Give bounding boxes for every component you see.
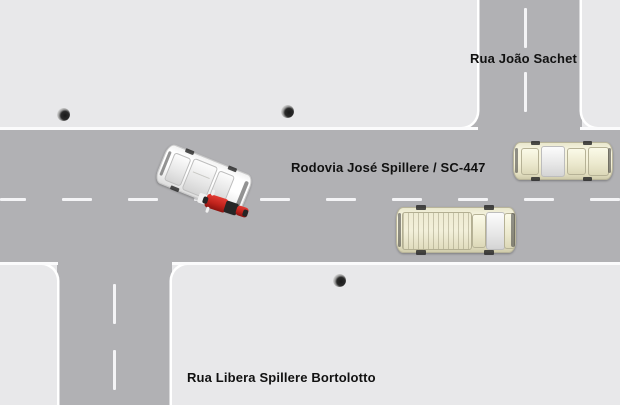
lane-dash [524,198,554,201]
roadside-marker-icon [57,108,70,121]
north-street-lane-dash [524,8,527,48]
cream-pickup-wheel [416,205,426,210]
cream-sedan-wheel [531,141,540,145]
cream-pickup-wheel [416,250,426,255]
cream-sedan-hood [588,147,609,176]
cream-pickup-wheel [484,250,494,255]
lane-dash [128,198,158,201]
vehicle-cream-sedan [513,141,613,181]
cream-sedan-cabin-roof [541,146,565,177]
curb-block-southwest [0,265,57,405]
cream-sedan-rear-glass [521,148,539,175]
curb-block-northwest [0,0,477,127]
highway-edge-line-south-right [172,262,620,265]
cream-pickup-cabin-roof [486,212,505,250]
curb-block-northeast [582,0,620,127]
lane-dash [62,198,92,201]
roadside-marker-icon [333,274,346,287]
cream-sedan-wheel [583,177,592,181]
cream-sedan-wheel [531,177,540,181]
cream-sedan-windshield [567,148,586,175]
lane-dash [458,198,488,201]
highway-edge-line-south-left [0,262,58,265]
vehicle-cream-pickup [396,205,516,255]
street-label-main-highway: Rodovia José Spillere / SC-447 [291,160,486,175]
curb-block-southeast [172,265,620,405]
cream-pickup-front-bumper [511,213,515,247]
south-street-lane-dash [113,350,116,390]
cream-pickup-wheel [484,205,494,210]
lane-dash [260,198,290,201]
cream-pickup-cargo-bed [402,212,472,250]
highway-edge-line-north-right [580,127,620,130]
lane-dash [0,198,26,201]
cream-sedan-front-bumper [608,148,611,173]
highway-edge-line-north-left [0,127,478,130]
cream-pickup-rear-bumper [398,213,401,247]
cream-pickup-rear-window [472,214,486,248]
street-label-north: Rua João Sachet [470,51,578,66]
street-label-south: Rua Libera Spillere Bortolotto [187,370,376,385]
cream-sedan-rear-bumper [515,148,518,173]
lane-dash [392,198,422,201]
roadside-marker-icon [281,105,294,118]
cream-sedan-wheel [583,141,592,145]
north-street-lane-dash [524,72,527,112]
south-street-lane-dash [113,284,116,324]
lane-dash [326,198,356,201]
lane-dash [590,198,620,201]
motorcycle-rear-wheel [241,209,249,218]
